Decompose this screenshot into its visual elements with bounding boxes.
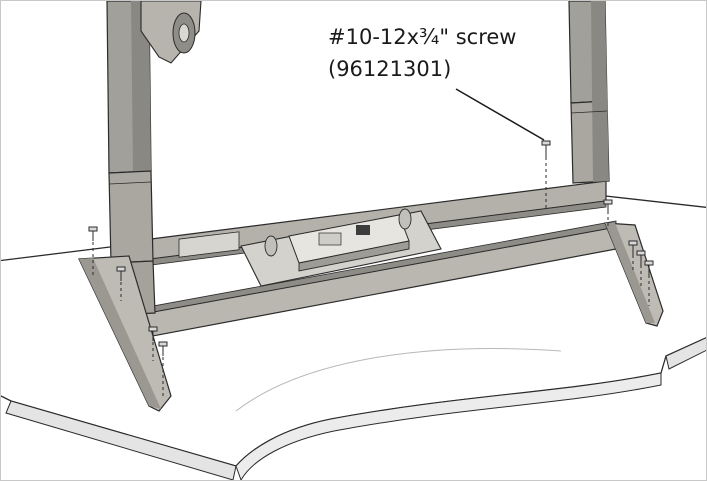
right-leg xyxy=(568,1,610,184)
screw-icon xyxy=(636,250,646,289)
screw-part-number: (96121301) xyxy=(328,57,452,81)
screw-icon xyxy=(644,260,654,306)
screw-label: #10-12x¾" screw xyxy=(328,25,517,49)
screw-icon xyxy=(88,226,98,276)
screw-icon xyxy=(148,326,158,361)
screw-icon xyxy=(628,240,638,273)
callout-leader-line xyxy=(455,88,545,141)
screw-icon xyxy=(603,199,613,227)
caster-arm xyxy=(140,1,202,64)
screws xyxy=(88,140,654,396)
screw-icon xyxy=(158,341,168,396)
left-foot xyxy=(78,255,172,412)
screw-icon xyxy=(116,266,126,301)
screw-callout: #10-12x¾" screw (96121301) xyxy=(328,21,628,85)
screw-icon xyxy=(541,140,551,211)
label-plate xyxy=(178,231,240,258)
control-box xyxy=(240,208,442,287)
